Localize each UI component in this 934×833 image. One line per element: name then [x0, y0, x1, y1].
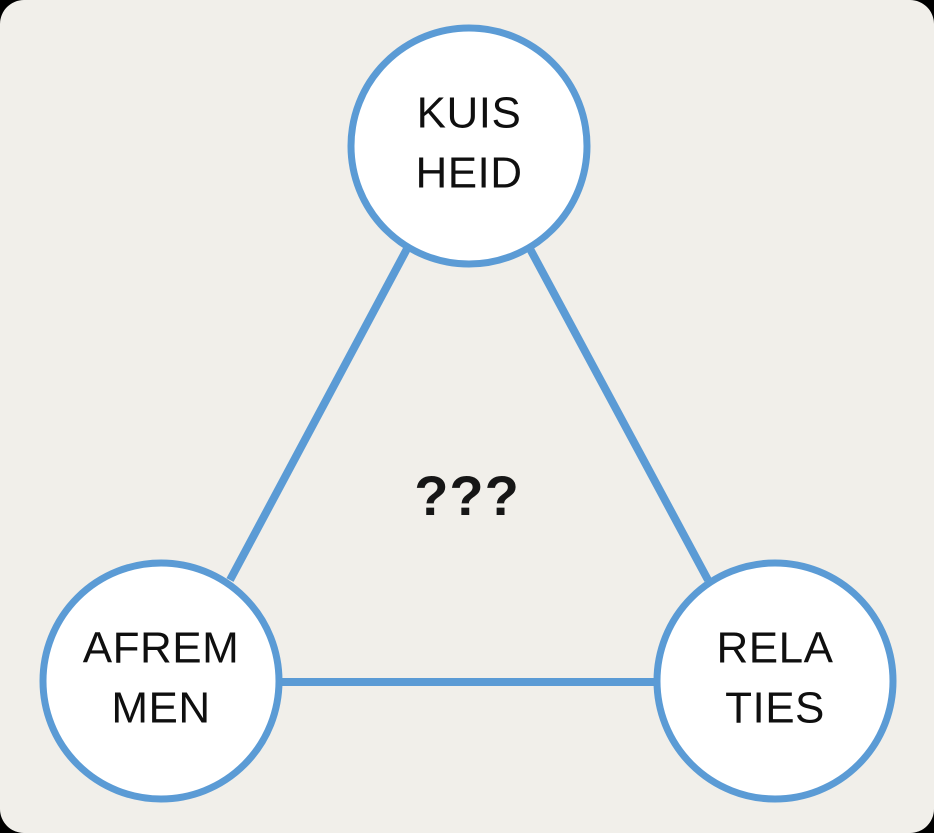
node-relaties-label-line2: TIES [725, 684, 825, 733]
node-afremmen[interactable]: AFREM MEN [39, 559, 283, 803]
edge-group [226, 245, 712, 686]
edge-kuisheid-afremmen[interactable] [226, 245, 412, 582]
node-afremmen-label-line2: MEN [111, 684, 210, 733]
node-afremmen-circle[interactable] [39, 559, 283, 803]
node-relaties-label-line1: RELA [717, 624, 834, 673]
node-kuisheid-label-line2: HEID [415, 149, 522, 198]
node-kuisheid-label-line1: KUIS [417, 89, 522, 138]
node-relaties-circle[interactable] [653, 559, 897, 803]
edge-kuisheid-relaties[interactable] [525, 245, 712, 582]
node-kuisheid-circle[interactable] [347, 24, 591, 268]
node-relaties[interactable]: RELA TIES [653, 559, 897, 803]
center-question-label: ??? [414, 464, 520, 527]
node-afremmen-label-line1: AFREM [83, 624, 240, 673]
node-kuisheid[interactable]: KUIS HEID [347, 24, 591, 268]
